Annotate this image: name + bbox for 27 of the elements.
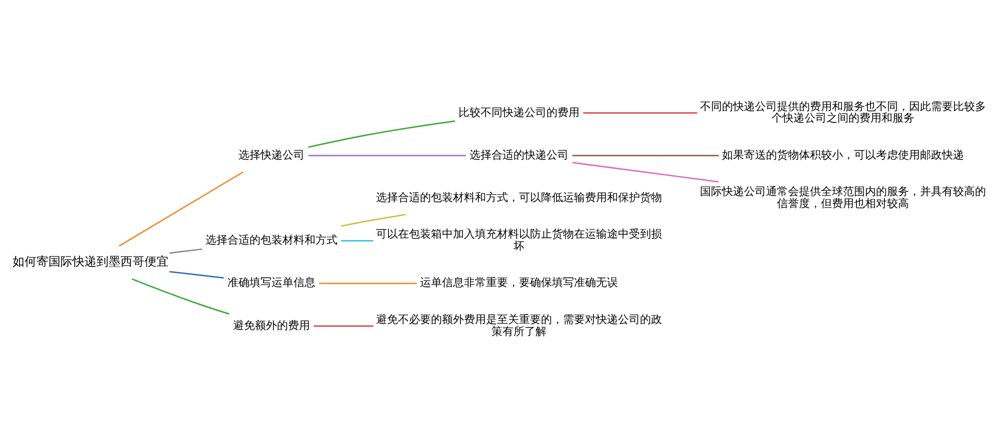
node-text: 避免不必要的额外费用是至关重要的，需要对快递公司的政策有所了解 <box>376 312 662 338</box>
connector <box>341 240 374 241</box>
connector <box>314 324 374 326</box>
connector <box>583 112 698 114</box>
connector <box>308 154 466 156</box>
connector <box>319 282 417 284</box>
connector <box>118 170 244 246</box>
node-text: 选择合适的包装材料和方式 <box>205 234 338 246</box>
node-text: 国际快递公司通常会提供全球范围内的服务，并具有较高的信誉度，但费用也相对较高 <box>700 184 986 210</box>
node-text: 可以在包装箱中加入填充材料以防止货物在运输途中受到损坏 <box>376 227 662 252</box>
node-text: 运单信息非常重要，要确保填写准确无误 <box>420 276 618 289</box>
connector <box>169 270 224 278</box>
connector <box>308 120 456 148</box>
node-text: 准确填写运单信息 <box>227 276 316 289</box>
connector <box>572 154 719 156</box>
node-text: 选择快递公司 <box>238 148 304 161</box>
node-text: 如何寄国际快递到墨西哥便宜 <box>12 255 169 268</box>
connector <box>572 161 719 182</box>
node-text: 避免额外的费用 <box>232 319 310 332</box>
connector <box>340 213 406 226</box>
node-text: 选择合适的快递公司 <box>470 148 569 161</box>
connector <box>132 278 230 314</box>
node-text: 如果寄送的货物体积较小，可以考虑使用邮政快递 <box>722 148 964 161</box>
node-text: 比较不同快递公司的费用 <box>458 106 580 118</box>
node-text: 选择合适的包装材料和方式，可以降低运输费用和保护货物 <box>376 190 662 204</box>
connector <box>169 248 202 254</box>
node-text: 不同的快递公司提供的费用和服务也不同，因此需要比较多个快递公司之间的费用和服务 <box>700 99 986 124</box>
